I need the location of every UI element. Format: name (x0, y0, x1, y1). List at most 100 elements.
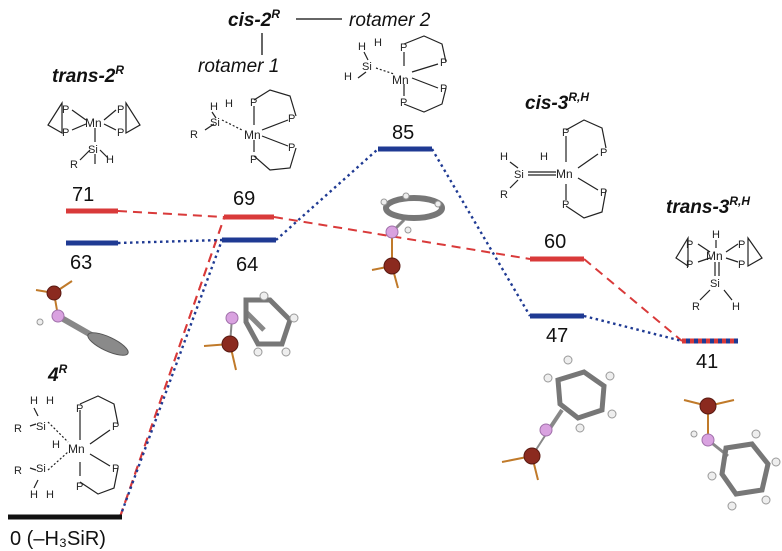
structure-4-atoms: Mn P P P P Si Si H H H H H R R (14, 395, 119, 501)
blue-connector-rot2-cis3 (430, 148, 532, 317)
atom-h: H (30, 395, 38, 407)
red-connector-cis3-trans3 (583, 258, 683, 342)
red-connector-4-trans2 (119, 217, 225, 518)
atom-p: P (440, 57, 447, 69)
atom-h: H (46, 489, 54, 501)
atom-p: P (600, 187, 607, 199)
energy-label-cis3-blue: 47 (546, 325, 568, 347)
atom-r: R (14, 423, 22, 435)
ball-stick-cis3 (501, 355, 617, 481)
atom-mn: Mn (556, 167, 573, 181)
atom-si: Si (36, 421, 46, 433)
atom-h: H (358, 41, 366, 53)
atom-p: P (250, 97, 257, 109)
atom-h: H (46, 395, 54, 407)
atom-r: R (500, 189, 508, 201)
structure-trans3 (675, 235, 763, 301)
ball-stick-cis2 (203, 291, 299, 371)
atom-mn: Mn (68, 442, 85, 456)
atom-si: Si (362, 61, 372, 73)
atom-h: H (52, 439, 60, 451)
energy-label-trans2-blue: 63 (70, 252, 92, 274)
atom-p: P (686, 239, 693, 251)
atom-h: H (225, 98, 233, 110)
atom-h: H (712, 229, 720, 241)
atom-h: H (732, 301, 740, 313)
energy-label-cis2-blue: 64 (236, 254, 258, 276)
energy-label-trans3: 41 (696, 351, 718, 373)
atom-p: P (562, 199, 569, 211)
blue-connector-trans2-cis2 (117, 238, 223, 245)
atom-r: R (70, 159, 78, 171)
atom-h: H (500, 151, 508, 163)
atom-si: Si (88, 144, 98, 156)
atom-p: P (562, 127, 569, 139)
atom-h: H (374, 37, 382, 49)
energy-labels: 0 (–H₃SiR) 71 63 69 64 85 60 47 41 (10, 122, 718, 550)
blue-connector-cis3-trans3 (583, 314, 683, 343)
energy-label-cis2-red: 69 (233, 188, 255, 210)
energy-levels (8, 146, 738, 520)
atom-mn: Mn (392, 73, 409, 87)
atom-h: H (30, 489, 38, 501)
atom-mn: Mn (706, 249, 723, 263)
atom-r: R (14, 465, 22, 477)
structure-trans2-atoms: Mn P P P P Si R H (62, 104, 124, 171)
atom-r: R (190, 129, 198, 141)
atom-p: P (112, 463, 119, 475)
title-trans2: trans-2R (52, 63, 124, 87)
structure-cis3-atoms: Mn P P P P Si H H R (500, 127, 607, 211)
energy-label-rot2: 85 (392, 122, 414, 144)
ball-stick-rot2 (371, 192, 445, 289)
atom-p: P (600, 147, 607, 159)
atom-si: Si (514, 169, 524, 181)
atom-p: P (117, 104, 124, 116)
atom-p: P (117, 127, 124, 139)
red-connector-cis2-cis3 (273, 216, 531, 260)
atom-p: P (288, 113, 295, 125)
structure-trans3-atoms: Mn H P P P P Si R H (686, 229, 745, 313)
atom-p: P (62, 127, 69, 139)
rotamer1-label: rotamer 1 (198, 56, 279, 77)
title-cis2: cis-2R (228, 7, 280, 31)
atom-si: Si (36, 463, 46, 475)
atom-p: P (112, 421, 119, 433)
energy-label-cis3-red: 60 (544, 231, 566, 253)
atom-p: P (686, 259, 693, 271)
atom-p: P (288, 142, 295, 154)
atom-p: P (62, 104, 69, 116)
structure-4 (29, 395, 119, 495)
structure-cis2-rot1 (204, 89, 297, 171)
compound-titles: trans-2R cis-2R rotamer 1 rotamer 2 cis-… (47, 7, 750, 386)
atom-p: P (76, 481, 83, 493)
red-connector-trans2-cis2 (117, 210, 225, 218)
atom-mn: Mn (85, 116, 102, 130)
red-pathway (117, 210, 683, 518)
title-trans3: trans-3R,H (666, 194, 750, 218)
blue-pathway (117, 148, 683, 518)
structure-cis3 (509, 119, 607, 219)
atom-h: H (344, 71, 352, 83)
atom-mn: Mn (244, 128, 261, 142)
structure-trans2 (47, 100, 141, 164)
energy-label-trans2-red: 71 (72, 184, 94, 206)
atom-p: P (440, 83, 447, 95)
title-cis3: cis-3R,H (525, 90, 589, 114)
energy-label-4: 0 (–H₃SiR) (10, 528, 106, 550)
atom-h: H (210, 101, 218, 113)
atom-r: R (692, 301, 700, 313)
atom-p: P (400, 97, 407, 109)
atom-p: P (738, 239, 745, 251)
atom-si: Si (710, 278, 720, 290)
structure-cis2-rot2 (357, 35, 447, 113)
atom-h: H (540, 151, 548, 163)
atom-p: P (250, 154, 257, 166)
structure-cis2-rot1-atoms: Mn P P P P Si H H R (190, 97, 295, 166)
atom-p: P (76, 403, 83, 415)
ball-stick-trans2 (35, 280, 129, 356)
atom-h: H (106, 154, 114, 166)
atom-p: P (400, 42, 407, 54)
blue-connector-4-cis2 (118, 239, 224, 518)
structure-cis2-rot2-atoms: Mn P P P P Si H H H (344, 37, 447, 109)
